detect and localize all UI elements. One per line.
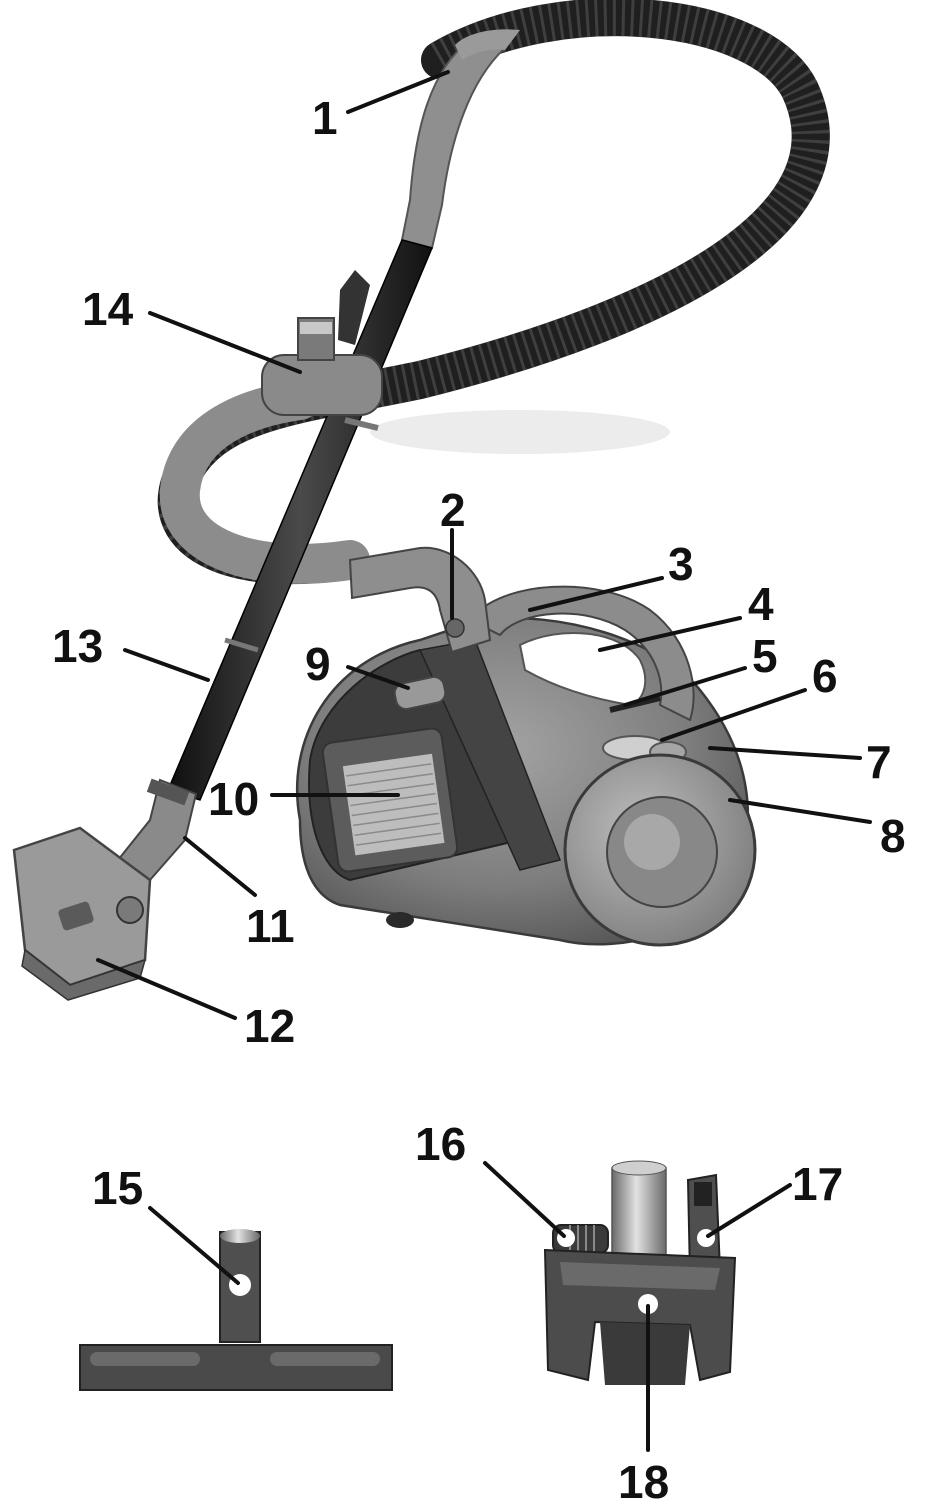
accessory-floor-brush (79, 1229, 393, 1391)
callout-4: 4 (748, 578, 774, 630)
callout-13: 13 (52, 620, 103, 672)
callout-15: 15 (92, 1162, 143, 1214)
handle-grip (400, 29, 520, 250)
callout-17: 17 (792, 1158, 843, 1210)
callout-3: 3 (668, 538, 694, 590)
callout-labels: 1 2 3 4 5 6 7 8 9 10 11 12 13 14 15 16 1… (52, 92, 906, 1506)
callout-11: 11 (246, 900, 295, 952)
callout-6: 6 (812, 650, 838, 702)
hose (157, 0, 830, 585)
callout-16: 16 (415, 1118, 466, 1170)
floor-nozzle (12, 778, 198, 1001)
callout-12: 12 (244, 1000, 295, 1052)
floor-shadow (370, 410, 670, 454)
accessory-brush-adapter (543, 1160, 737, 1385)
callout-7: 7 (866, 736, 892, 788)
leader-lines (96, 70, 872, 1452)
callout-18: 18 (618, 1456, 669, 1506)
callout-1: 1 (312, 92, 338, 144)
callout-9: 9 (305, 638, 331, 690)
callout-5: 5 (752, 630, 778, 682)
callout-8: 8 (880, 810, 906, 862)
vacuum-body (295, 546, 757, 947)
callout-10: 10 (208, 773, 259, 825)
callout-14: 14 (82, 283, 134, 335)
callout-2: 2 (440, 484, 466, 536)
